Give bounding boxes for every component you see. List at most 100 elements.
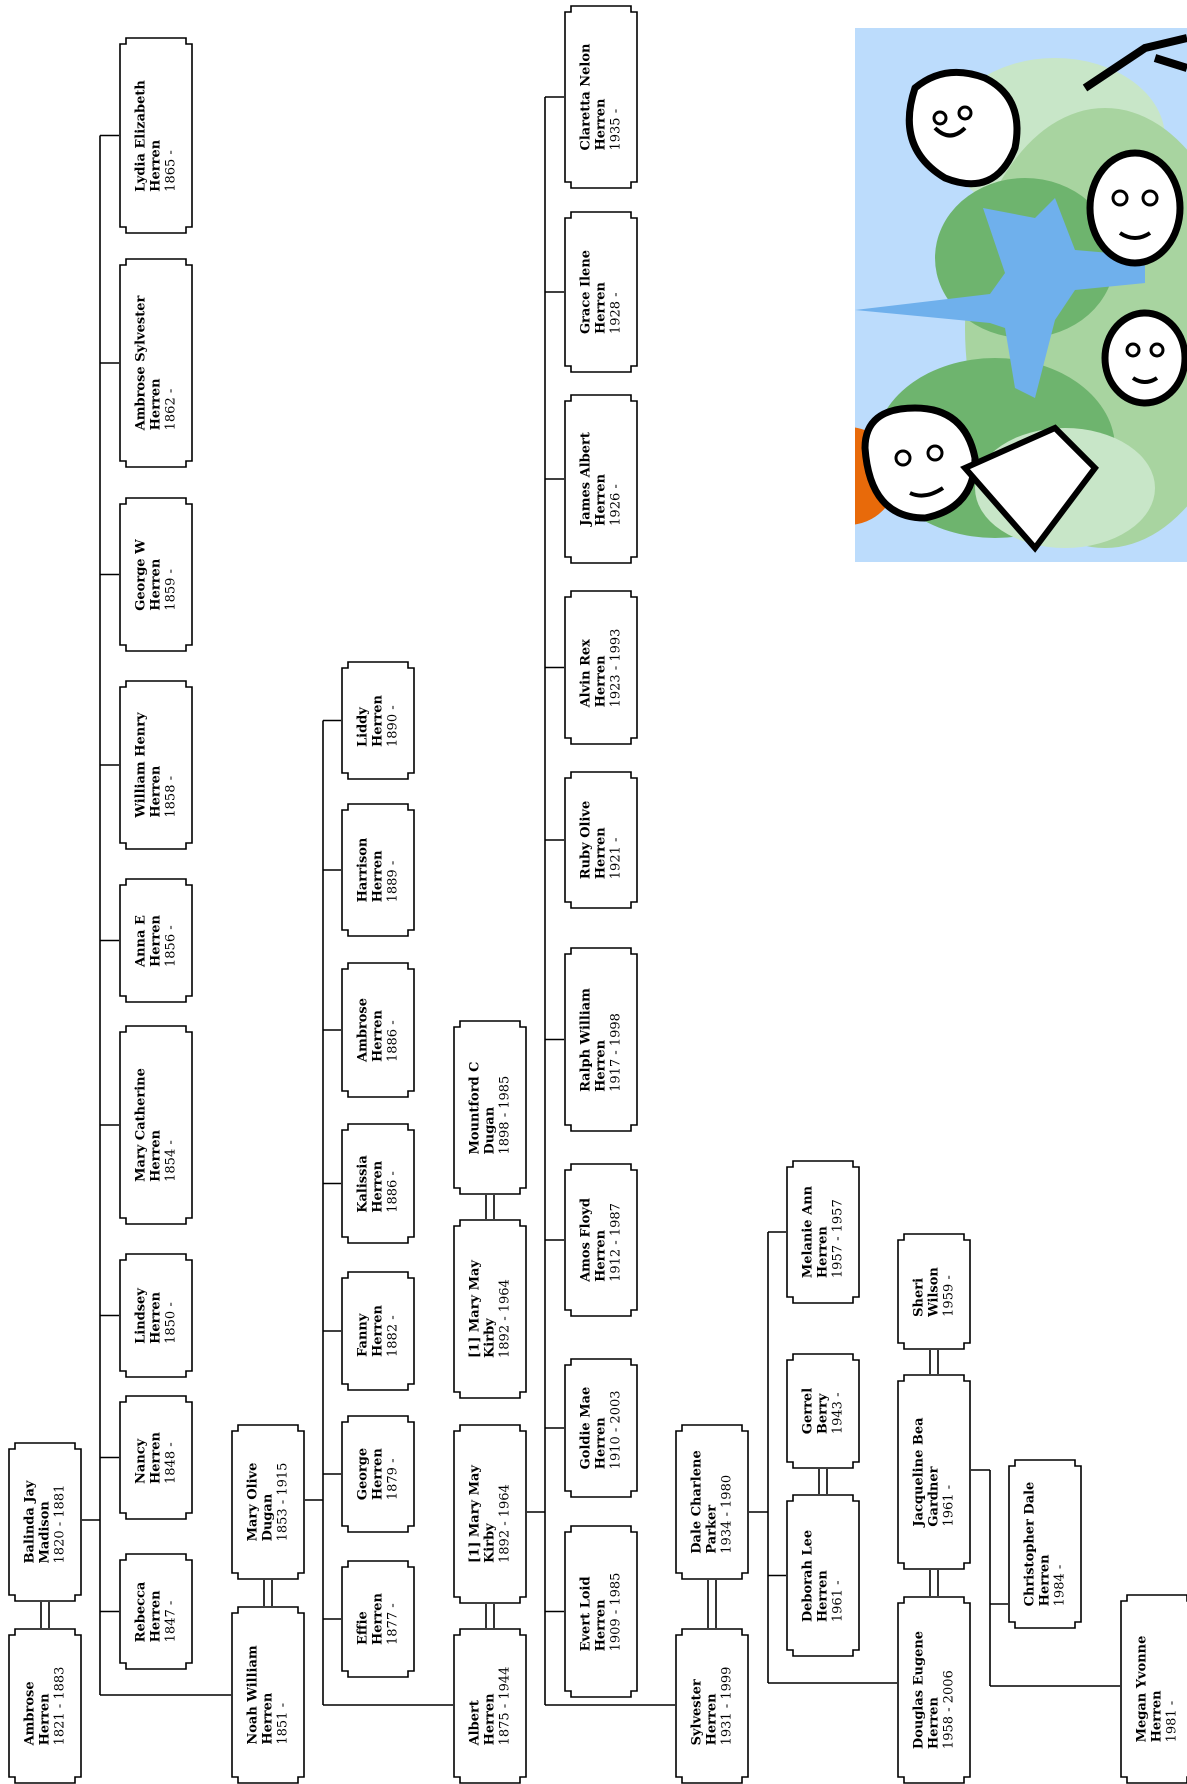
person-years: 1856 - [164,915,179,967]
person-years: 1886 - [386,1155,401,1213]
person-last-name: Herren [149,296,164,431]
person-first-name: Ruby Olive [579,801,594,879]
person-last-name: Herren [594,43,609,150]
person-box-nancy: NancyHerren1848 - [119,1395,193,1520]
person-years: 1910 - 2003 [609,1387,624,1470]
person-text: AmbroseHerren1886 - [356,998,401,1062]
person-last-name: Herren [371,1305,386,1357]
person-text: GeorgeHerren1879 - [356,1448,401,1500]
person-text: Melanie AnnHerren1957 - 1957 [801,1186,846,1278]
person-first-name: Mary Olive [246,1463,261,1542]
person-first-name: Melanie Ann [801,1186,816,1278]
person-box-harrison: HarrisonHerren1889 - [341,803,415,937]
person-last-name: Herren [38,1667,53,1746]
person-years: 1981 - [1165,1636,1180,1743]
person-years: 1850 - [164,1288,179,1344]
person-first-name: Douglas Eugene [912,1631,927,1749]
person-years: 1879 - [386,1448,401,1500]
person-box-ambrose-sylvester: Ambrose SylvesterHerren1862 - [119,258,193,468]
person-first-name: Mary Catherine [134,1068,149,1182]
person-last-name: Herren [1150,1636,1165,1743]
person-years: 1853 - 1915 [276,1463,291,1542]
person-years: 1847 - [164,1581,179,1642]
person-text: Anna EHerren1856 - [134,915,179,967]
person-box-deborah: Deborah LeeHerren1961 - [786,1494,860,1657]
person-last-name: Herren [371,1155,386,1213]
person-box-mountford: Mountford CDugan1898 - 1985 [453,1020,527,1195]
person-last-name: Herren [816,1529,831,1621]
person-years: 1821 - 1883 [53,1667,68,1746]
person-first-name: Lindsey [134,1288,149,1344]
person-text: Lydia ElizabethHerren1865 - [134,80,179,192]
person-last-name: Herren [371,695,386,747]
person-text: Evert LoidHerren1909 - 1985 [579,1572,624,1651]
person-years: 1889 - [386,838,401,903]
person-last-name: Herren [371,998,386,1062]
person-text: LiddyHerren1890 - [356,695,401,747]
person-face-woman-top [909,72,1017,183]
person-box-william-henry: William HenryHerren1858 - [119,680,193,850]
person-years: 1854 - [164,1068,179,1182]
person-text: HarrisonHerren1889 - [356,838,401,903]
person-first-name: Kalissia [356,1155,371,1213]
person-first-name: Evert Loid [579,1572,594,1651]
person-last-name: Herren [149,1068,164,1182]
person-last-name: Herren [594,1198,609,1282]
person-years: 1961 - [831,1529,846,1621]
person-first-name: Liddy [356,695,371,747]
person-years: 1926 - [609,432,624,526]
person-years: 1848 - [164,1432,179,1484]
person-last-name: Kirby [483,1465,498,1563]
person-last-name: Herren [1038,1482,1053,1607]
person-last-name: Herren [927,1631,942,1749]
person-years: 1877 - [386,1593,401,1645]
person-text: Ruby OliveHerren1921 - [579,801,624,879]
person-first-name: George W [134,539,149,610]
person-last-name: Herren [816,1186,831,1278]
person-last-name: Herren [705,1667,720,1746]
person-last-name: Herren [149,915,164,967]
person-years: 1959 - [942,1267,957,1317]
person-first-name: Christopher Dale [1023,1482,1038,1607]
person-last-name: Gardner [927,1417,942,1526]
person-box-melanie: Melanie AnnHerren1957 - 1957 [786,1160,860,1304]
person-last-name: Herren [149,80,164,192]
person-last-name: Herren [149,1581,164,1642]
person-last-name: Herren [594,1572,609,1651]
person-box-liddy: LiddyHerren1890 - [341,661,415,780]
person-text: Grace IleneHerren1928 - [579,250,624,334]
person-years: 1865 - [164,80,179,192]
person-years: 1961 - [942,1417,957,1526]
person-last-name: Herren [149,1432,164,1484]
person-box-james: James AlbertHerren1926 - [564,394,638,564]
person-box-mary-olive: Mary OliveDugan1853 - 1915 [231,1424,305,1580]
person-face-girl [1105,313,1185,403]
person-last-name: Herren [594,628,609,707]
person-text: James AlbertHerren1926 - [579,432,624,526]
person-box-douglas: Douglas EugeneHerren1958 - 2006 [897,1596,971,1784]
person-years: 1909 - 1985 [609,1572,624,1651]
person-first-name: Grace Ilene [579,250,594,334]
person-years: 1862 - [164,296,179,431]
